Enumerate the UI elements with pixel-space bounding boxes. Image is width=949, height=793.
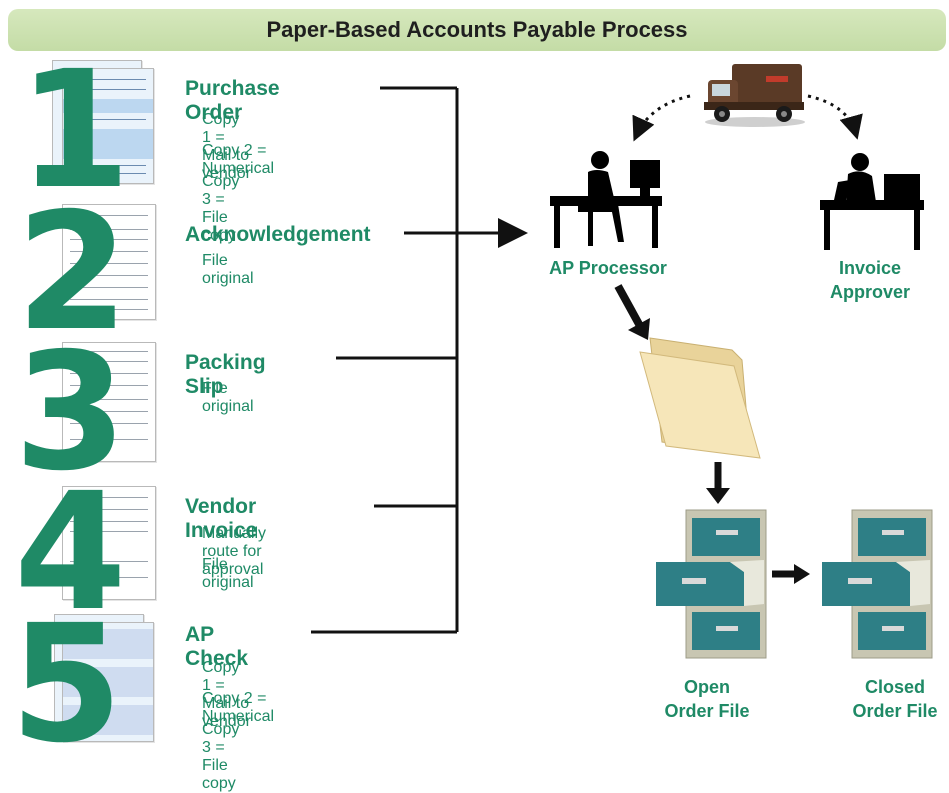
purchase-order-document xyxy=(62,68,154,184)
step-number-3: 3 xyxy=(14,319,127,507)
step-3-line-1: File original xyxy=(202,380,254,415)
step-heading-1: Purchase Order xyxy=(185,77,280,124)
ap-processor-label: AP Processor xyxy=(549,258,667,278)
ap-check-document xyxy=(62,622,154,742)
acknowledgement-document xyxy=(62,204,156,320)
filing-cabinet-closed-icon xyxy=(822,509,933,659)
step-4-line-2: File original xyxy=(202,556,254,591)
step-2-line-1: File original xyxy=(202,252,254,287)
page-title: Paper-Based Accounts Payable Process xyxy=(266,17,688,42)
step-number-5: 5 xyxy=(10,591,123,779)
step-heading-5: AP Check xyxy=(185,623,249,670)
open-file-line-1: Open xyxy=(683,677,730,697)
open-order-file-label: Open Order File xyxy=(632,675,782,723)
step-1-line-1: Copy 1 = Mail to vendor xyxy=(202,111,251,182)
arrow-to-closed-file xyxy=(794,564,810,584)
step-1-line-2: Copy 2 = Numerical xyxy=(202,142,275,177)
step-number-2: 2 xyxy=(16,179,129,367)
step-number-1: 1 xyxy=(18,37,131,225)
step-5-line-3: Copy 3 = File copy xyxy=(202,721,240,792)
step-heading-3: Packing Slip xyxy=(185,351,266,398)
invoice-approver-label: Invoice Approver xyxy=(800,256,940,304)
file-folder-icon xyxy=(639,337,761,459)
step-5-line-1: Copy 1 = Mail to vendor xyxy=(202,659,251,730)
bracket-lines xyxy=(311,86,459,634)
arrow-to-folder-head xyxy=(628,318,650,340)
filing-cabinet-icon xyxy=(656,509,767,659)
packing-slip-document xyxy=(62,342,156,462)
dotted-arrow-right xyxy=(807,94,863,140)
vendor-invoice-document xyxy=(62,486,156,600)
invoice-approver-line-2: Approver xyxy=(829,282,910,302)
connector-lines xyxy=(311,86,863,634)
step-heading-2: Acknowledgement xyxy=(185,223,371,246)
arrow-to-open-file xyxy=(706,488,730,504)
closed-order-file-label: Closed Order File xyxy=(820,675,949,723)
invoice-approver-line-1: Invoice xyxy=(838,258,902,278)
step-number-4: 4 xyxy=(14,459,127,647)
arrow-to-folder-shaft xyxy=(614,284,644,328)
dotted-arrow-left xyxy=(632,94,691,142)
step-5-line-2: Copy 2 = Numerical xyxy=(202,690,275,725)
title-banner: Paper-Based Accounts Payable Process xyxy=(8,9,946,51)
open-file-line-2: Order File xyxy=(664,701,750,721)
closed-file-line-1: Closed xyxy=(864,677,925,697)
step-4-line-1: Manually route for approval xyxy=(202,525,267,578)
step-heading-4: Vendor Invoice xyxy=(185,495,258,542)
person-at-desk-icon xyxy=(550,151,662,248)
delivery-truck-icon xyxy=(704,64,805,127)
closed-file-line-2: Order File xyxy=(852,701,938,721)
step-1-line-3: Copy 3 = File copy xyxy=(202,173,240,244)
approver-at-desk-icon xyxy=(820,153,924,250)
